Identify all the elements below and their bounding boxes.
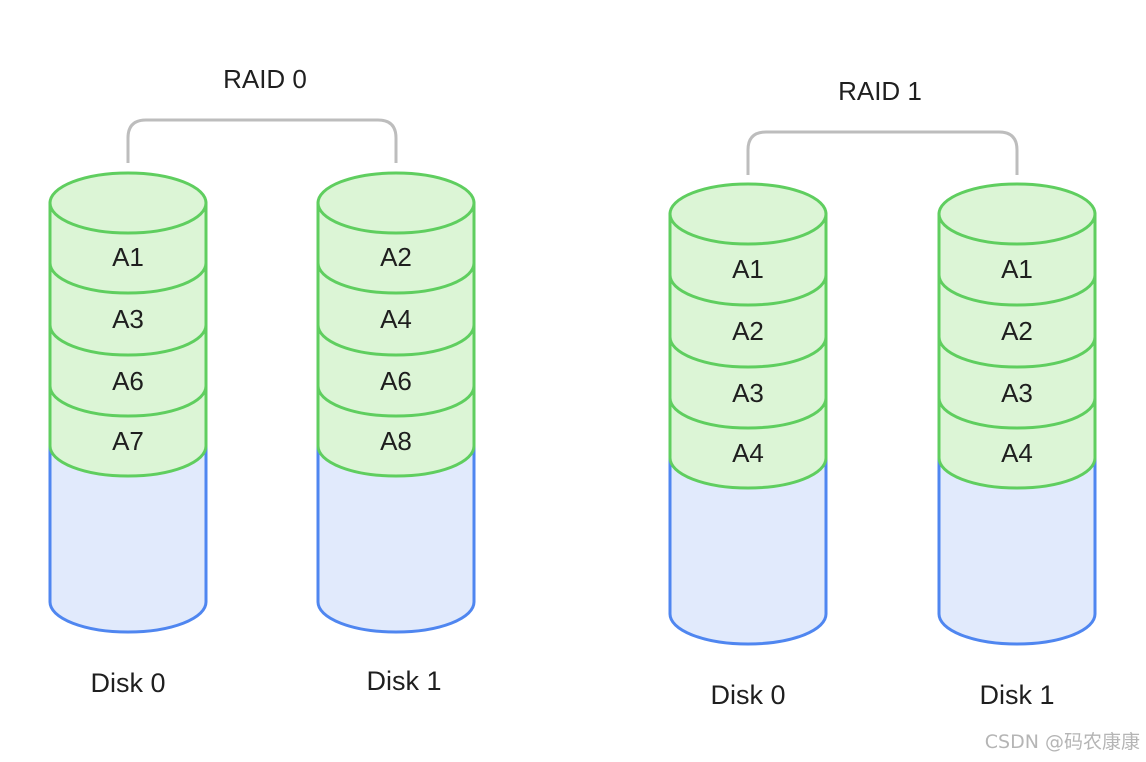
raid0-disk0-block-3: A6 xyxy=(112,366,144,396)
raid0-disk0: A1 A3 A6 A7 Disk 0 xyxy=(48,171,208,698)
raid1-disk0-divider xyxy=(668,274,828,307)
raid0-disk1-block-3: A6 xyxy=(380,366,412,396)
raid1-disk1-block-1: A1 xyxy=(1001,254,1033,284)
watermark: CSDN @码农康康 xyxy=(984,731,1140,753)
raid0-disk0-data-body xyxy=(48,201,208,478)
raid0-bracket xyxy=(126,118,398,163)
raid1-title: RAID 1 xyxy=(838,76,922,106)
raid1-disk1-storage xyxy=(937,456,1097,646)
raid0-disk0-block-2: A3 xyxy=(112,304,144,334)
raid0-disk0-divider xyxy=(48,324,208,357)
raid1-disk0-block-4: A4 xyxy=(732,438,764,468)
raid0-disk0-divider xyxy=(48,385,208,418)
raid1-disk0-divider xyxy=(668,397,828,430)
raid0-disk0-block-4: A7 xyxy=(112,426,144,456)
raid1-disk1: A1 A2 A3 A4 Disk 1 xyxy=(937,182,1097,710)
raid1-disk1-divider xyxy=(937,397,1097,430)
raid0-disk1-divider xyxy=(316,262,476,295)
raid0-disk0-storage xyxy=(48,444,208,634)
raid0-disk1-storage xyxy=(316,444,476,634)
raid1-disk0: A1 A2 A3 A4 Disk 0 xyxy=(668,182,828,710)
raid0-disk0-label: Disk 0 xyxy=(90,668,165,698)
raid0-disk1-block-1: A2 xyxy=(380,242,412,272)
raid0-title: RAID 0 xyxy=(223,64,307,94)
raid1-group: RAID 1 A1 A2 A3 A4 Disk 0 A1 A2 A3 xyxy=(668,76,1097,710)
raid0-disk1-top xyxy=(316,171,476,235)
raid1-disk0-block-2: A2 xyxy=(732,316,764,346)
raid1-disk1-block-2: A2 xyxy=(1001,316,1033,346)
raid1-disk1-block-3: A3 xyxy=(1001,378,1033,408)
raid1-disk0-data-body xyxy=(668,212,828,490)
raid0-disk0-top xyxy=(48,171,208,235)
raid1-disk1-block-4: A4 xyxy=(1001,438,1033,468)
raid1-disk1-divider xyxy=(937,274,1097,307)
raid0-disk1: A2 A4 A6 A8 Disk 1 xyxy=(316,171,476,696)
raid1-disk1-label: Disk 1 xyxy=(979,680,1054,710)
raid0-disk1-block-4: A8 xyxy=(380,426,412,456)
raid0-disk1-label: Disk 1 xyxy=(366,666,441,696)
raid1-disk0-label: Disk 0 xyxy=(710,680,785,710)
raid0-disk1-divider xyxy=(316,385,476,418)
raid1-disk1-data-body xyxy=(937,212,1097,490)
raid0-group: RAID 0 A1 A3 A6 A7 Disk 0 A2 A4 A6 xyxy=(48,64,476,698)
raid0-disk1-divider xyxy=(316,324,476,357)
raid1-disk0-block-1: A1 xyxy=(732,254,764,284)
raid1-disk0-divider xyxy=(668,336,828,369)
raid1-disk0-top xyxy=(668,182,828,246)
raid0-disk1-data-body xyxy=(316,201,476,478)
raid0-disk0-block-1: A1 xyxy=(112,242,144,272)
raid0-disk1-block-2: A4 xyxy=(380,304,412,334)
raid0-disk0-divider xyxy=(48,262,208,295)
raid1-disk0-storage xyxy=(668,456,828,646)
raid1-disk0-block-3: A3 xyxy=(732,378,764,408)
raid1-disk1-top xyxy=(937,182,1097,246)
raid1-bracket xyxy=(746,130,1019,175)
raid1-disk1-divider xyxy=(937,336,1097,369)
